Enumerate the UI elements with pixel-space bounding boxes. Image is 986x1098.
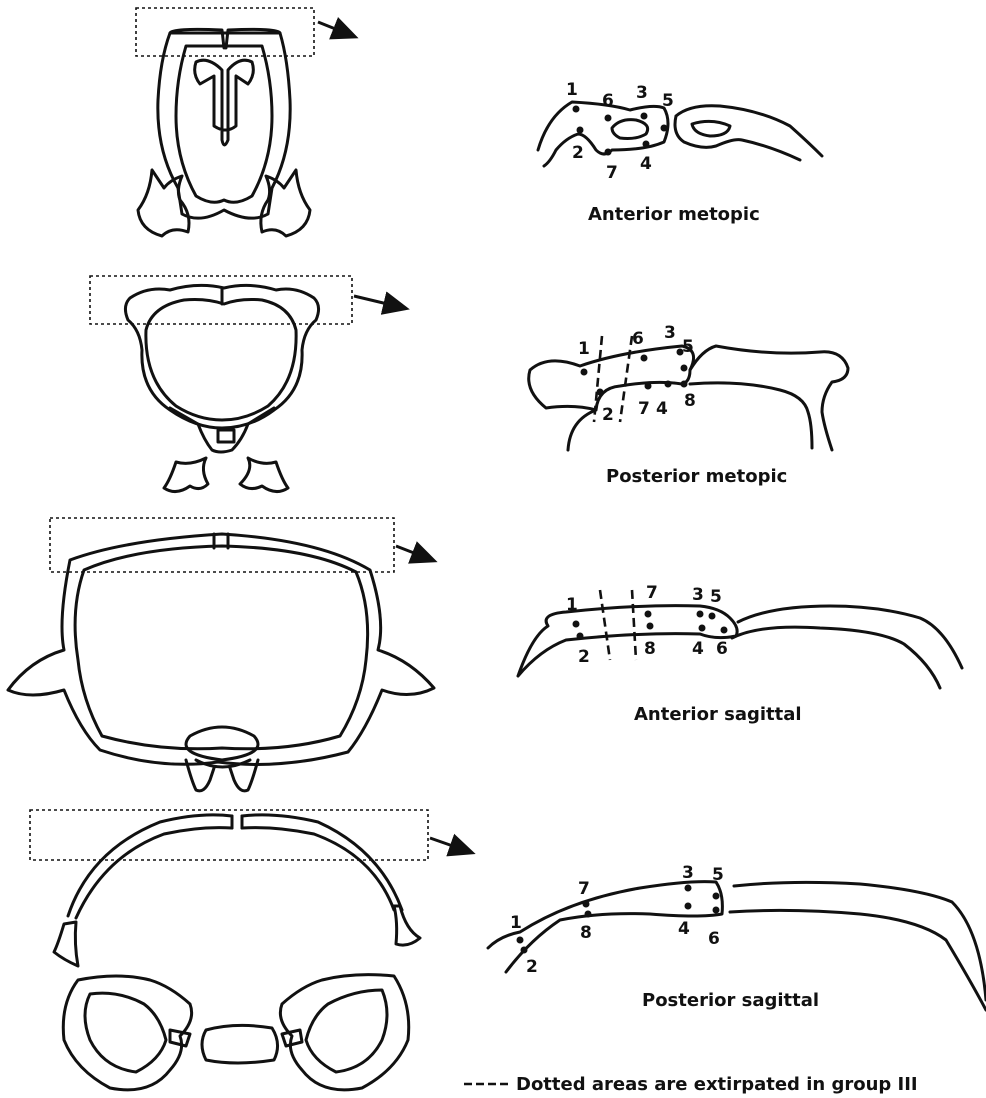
pointer-arrow-2 bbox=[354, 296, 404, 308]
label-3: 3 bbox=[664, 323, 676, 343]
label-5: 5 bbox=[710, 587, 722, 607]
detail-anterior-sagittal: 1 2 3 4 5 6 7 8 Anterior sagittal bbox=[518, 583, 962, 725]
label-6: 6 bbox=[708, 929, 720, 949]
label-7: 7 bbox=[578, 879, 590, 899]
label-3: 3 bbox=[692, 585, 704, 605]
label-6: 6 bbox=[602, 91, 614, 111]
label-8: 8 bbox=[644, 639, 656, 659]
label-6: 6 bbox=[632, 329, 644, 349]
detail-anterior-metopic: 1 2 3 4 5 6 7 Anterior metopic bbox=[538, 80, 822, 225]
cross-section-2 bbox=[90, 276, 404, 492]
cross-section-4 bbox=[30, 810, 470, 1090]
label-4: 4 bbox=[678, 919, 690, 939]
label-1: 1 bbox=[566, 595, 578, 615]
label-6: 6 bbox=[716, 639, 728, 659]
label-3: 3 bbox=[682, 863, 694, 883]
label-8: 8 bbox=[684, 391, 696, 411]
label-1: 1 bbox=[566, 80, 578, 100]
label-5: 5 bbox=[682, 337, 694, 357]
label-4: 4 bbox=[640, 154, 652, 174]
label-7: 7 bbox=[606, 163, 618, 183]
legend-text: Dotted areas are extirpated in group III bbox=[516, 1074, 918, 1095]
pointer-arrow-1 bbox=[318, 22, 353, 36]
detail-posterior-metopic: 1 2 3 4 5 6 7 8 Posterior metopic bbox=[529, 323, 848, 487]
caption-posterior-sagittal: Posterior sagittal bbox=[642, 990, 819, 1011]
label-2: 2 bbox=[572, 143, 584, 163]
label-8: 8 bbox=[580, 923, 592, 943]
label-5: 5 bbox=[662, 91, 674, 111]
label-7: 7 bbox=[638, 399, 650, 419]
label-7: 7 bbox=[646, 583, 658, 603]
label-3: 3 bbox=[636, 83, 648, 103]
label-4: 4 bbox=[656, 399, 668, 419]
label-4: 4 bbox=[692, 639, 704, 659]
label-2: 2 bbox=[578, 647, 590, 667]
label-5: 5 bbox=[712, 865, 724, 885]
detail-posterior-sagittal: 1 2 3 4 5 6 7 8 Posterior sagittal bbox=[488, 863, 986, 1011]
selection-box-4 bbox=[30, 810, 428, 860]
caption-anterior-sagittal: Anterior sagittal bbox=[634, 704, 802, 725]
cross-section-1 bbox=[136, 8, 353, 236]
cross-section-3 bbox=[8, 518, 434, 791]
label-1: 1 bbox=[578, 339, 590, 359]
legend: Dotted areas are extirpated in group III bbox=[464, 1074, 918, 1095]
caption-posterior-metopic: Posterior metopic bbox=[606, 466, 787, 487]
label-2: 2 bbox=[602, 405, 614, 425]
pointer-arrow-4 bbox=[430, 838, 470, 852]
pointer-arrow-3 bbox=[396, 546, 432, 560]
label-1: 1 bbox=[510, 913, 522, 933]
label-2: 2 bbox=[526, 957, 538, 977]
caption-anterior-metopic: Anterior metopic bbox=[588, 204, 760, 225]
